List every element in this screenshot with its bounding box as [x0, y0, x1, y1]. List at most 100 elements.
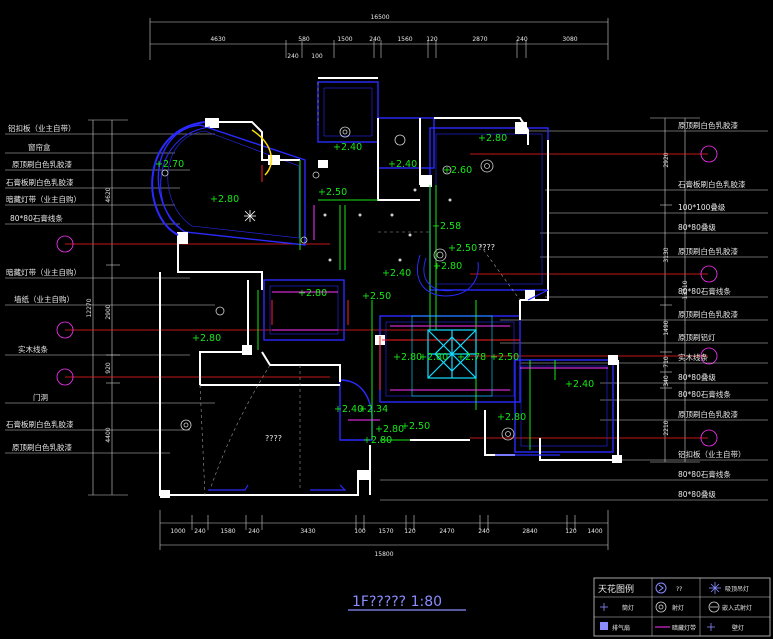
top-total-dim: 16500	[370, 14, 389, 21]
star-fixtures	[244, 210, 256, 222]
left-label: 原顶刷白色乳胶漆	[12, 159, 72, 169]
bottom-dim: 120	[404, 528, 416, 535]
left-dim: 920	[105, 362, 112, 374]
cyan-diamond-ceiling	[411, 315, 493, 397]
elevation-label: +2.50	[490, 352, 519, 363]
top-sub-dim: 100	[311, 53, 323, 60]
right-label: 80*80石膏线条	[678, 286, 731, 296]
bottom-dim: 240	[194, 528, 206, 535]
right-label: 100*100叠级	[678, 202, 726, 212]
left-label: 暗藏灯带（业主自购）	[6, 267, 81, 277]
top-dim: 1560	[397, 36, 412, 43]
elevation-label: +2.80	[393, 352, 422, 363]
spot-dots	[323, 188, 452, 262]
elevation-label: +2.50	[318, 187, 347, 198]
bottom-dim: 240	[248, 528, 260, 535]
bottom-dim: 120	[565, 528, 577, 535]
elevation-label: +2.60	[443, 165, 472, 176]
bottom-dim: 1400	[587, 528, 602, 535]
right-label: 80*80石膏线条	[678, 389, 731, 399]
right-label: 铝扣板（业主自带）	[678, 449, 746, 459]
right-label: 80*80叠级	[678, 222, 716, 232]
bottom-dim: 2840	[522, 528, 537, 535]
recessed-spot-icon	[708, 601, 720, 613]
right-dim: 710	[663, 356, 670, 368]
right-dim: 3130	[663, 247, 670, 262]
left-label: 实木线条	[18, 344, 48, 354]
elevation-label: +2.80	[478, 133, 507, 144]
right-dim: 2210	[663, 420, 670, 435]
right-label: 原顶刷铝灯	[678, 332, 716, 342]
bottom-dim: 240	[478, 528, 490, 535]
elevation-label: +2.40	[565, 379, 594, 390]
right-total-dim: 13310	[682, 280, 689, 299]
left-dim: 4400	[105, 427, 112, 442]
elevation-label: +2.34	[359, 404, 388, 415]
bottom-dim: 100	[354, 528, 366, 535]
elevation-label: +2.80	[497, 412, 526, 423]
right-label: 原顶刷白色乳胶漆	[678, 309, 738, 319]
left-label: 石膏板刷白色乳胶漆	[6, 419, 74, 429]
top-dim: 240	[516, 36, 528, 43]
bottom-dim: 2470	[439, 528, 454, 535]
axis-markers	[56, 145, 718, 447]
curved-lobby	[416, 254, 479, 297]
right-label: 原顶刷白色乳胶漆	[678, 409, 738, 419]
top-dim: 240	[369, 36, 381, 43]
exhaust-fan-icon	[600, 622, 608, 630]
dashed-lines	[199, 82, 521, 496]
elevation-label: +2.50	[362, 291, 391, 302]
left-total-dim: 12270	[86, 298, 93, 317]
bottom-dim: 1000	[170, 528, 185, 535]
top-dim: 1500	[337, 36, 352, 43]
elevation-label: +2.80	[210, 194, 239, 205]
red-details	[261, 165, 520, 390]
room-label: ????	[478, 243, 495, 252]
right-dimensions	[650, 117, 700, 463]
top-dim: 4630	[210, 36, 225, 43]
wall-lamp-icon	[707, 623, 715, 631]
left-label: 石膏板刷白色乳胶漆	[6, 177, 74, 187]
elevation-label: +2.70	[155, 159, 184, 170]
legend-label: 壁灯	[732, 624, 744, 632]
right-label: 80*80叠级	[678, 489, 716, 499]
legend-heading: 天花图例	[598, 583, 634, 595]
elevation-label: +2.80	[298, 288, 327, 299]
right-label: 石膏板刷白色乳胶漆	[678, 179, 746, 189]
legend-label: 吸顶吊灯	[725, 585, 749, 593]
right-label: 80*80石膏线条	[678, 469, 731, 479]
downlight-icon	[600, 603, 608, 611]
elevation-label: +2.40	[382, 268, 411, 279]
elevation-label: +2.40	[334, 404, 363, 415]
spotlight-icon	[655, 601, 667, 613]
elevation-label: +2.50	[448, 243, 477, 254]
right-label: 原顶刷白色乳胶漆	[678, 120, 738, 130]
legend-label: 射灯	[672, 604, 684, 612]
elevation-label: +2.80	[433, 261, 462, 272]
bottom-dimensions	[159, 510, 609, 550]
left-label: 暗藏灯带（业主自购）	[6, 194, 81, 204]
left-label: 铝扣板（业主自带）	[8, 123, 76, 133]
window-marks	[208, 289, 560, 491]
bottom-total-dim: 15800	[374, 551, 393, 558]
legend-label: 排气扇	[612, 624, 630, 632]
bottom-dim: 3430	[300, 528, 315, 535]
right-label: 原顶刷白色乳胶漆	[678, 246, 738, 256]
top-dim: 3080	[562, 36, 577, 43]
axis-lines	[65, 153, 708, 439]
left-label: 门洞	[33, 393, 48, 402]
bay-window	[151, 121, 273, 236]
elevation-label: +2.40	[333, 142, 362, 153]
left-label: 墙纸（业主自购）	[14, 294, 74, 304]
room-label: ????	[265, 434, 282, 443]
right-label: 80*80叠级	[678, 372, 716, 382]
top-dim: 120	[426, 36, 438, 43]
left-label: 原顶刷白色乳胶漆	[12, 442, 72, 452]
ceiling-light-icon	[655, 582, 667, 594]
legend-label: 暗藏灯带	[672, 624, 696, 632]
left-dim: 2900	[105, 304, 112, 319]
elevation-label: +2.80	[363, 435, 392, 446]
right-label: 实木线条	[678, 352, 708, 362]
elevation-label: +2.58	[432, 221, 461, 232]
